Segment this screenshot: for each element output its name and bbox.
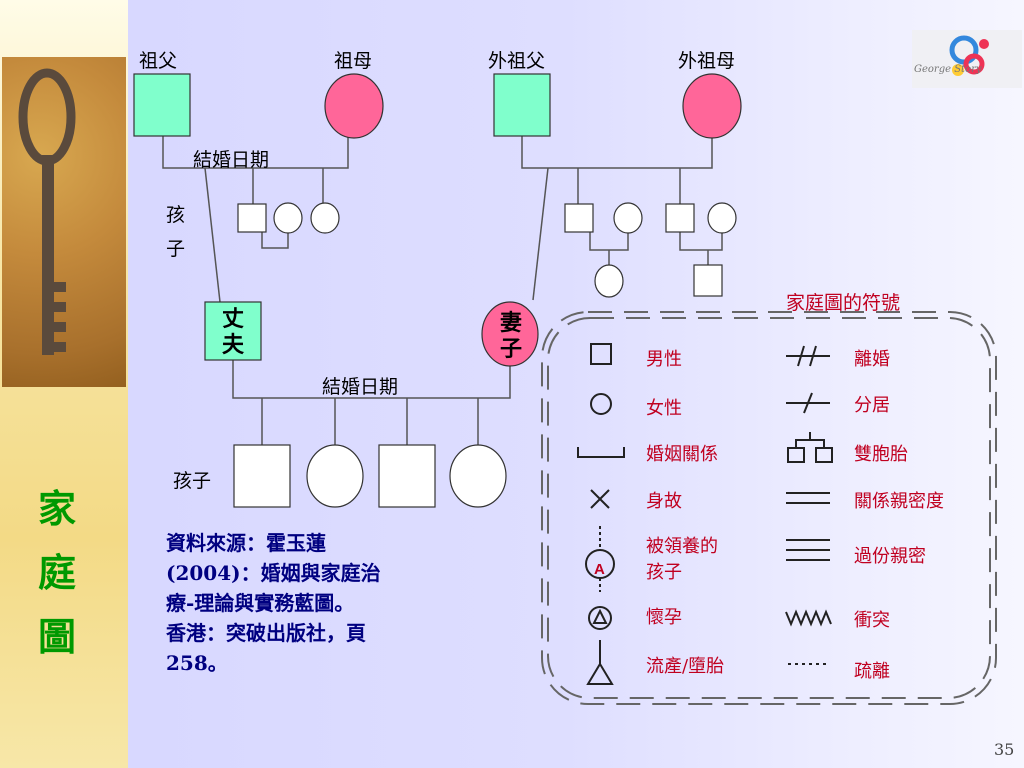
legend-box: [541, 311, 997, 705]
child-circle: [273, 202, 303, 234]
close-relation-icon: [786, 492, 830, 504]
child-circle: [310, 202, 340, 234]
husband-label: 丈夫: [221, 306, 244, 358]
maternal-grandfather-square: [493, 73, 551, 137]
husband-square: [204, 301, 262, 361]
children-label-char-1: 孩: [166, 204, 186, 226]
grandchild-circle: [594, 264, 624, 298]
pregnancy-icon: [588, 606, 612, 630]
circle-icon: [590, 393, 612, 415]
miscarriage-icon: [586, 640, 614, 685]
divorce-icon: [786, 345, 830, 367]
legend-label-pregnancy: 懷孕: [646, 607, 682, 628]
source-citation: 資料來源：霍玉蓮 (2004)：婚姻與家庭治 療-理論與實務藍圖。 香港：突破出…: [166, 531, 381, 675]
separation-icon: [786, 392, 830, 414]
legend-label-divorce: 離婚: [854, 349, 890, 370]
side-title-char-2: 庭: [38, 550, 77, 595]
legend-label-overly-close: 過份親密: [854, 546, 926, 567]
children-label: 孩子: [173, 470, 212, 492]
side-title-char-3: 圖: [38, 614, 77, 659]
legend-label-close-relation: 關係親密度: [854, 491, 944, 512]
george-story-logo: [912, 30, 1022, 88]
child-square: [564, 203, 594, 233]
marriage-date-label: 結婚日期: [193, 149, 270, 171]
child-circle: [613, 202, 643, 234]
child-square: [665, 203, 695, 233]
page-number: 35: [994, 740, 1015, 759]
wife-label: 妻子: [499, 310, 522, 362]
grandmother-label: 祖母: [334, 50, 373, 72]
legend-title: 家庭圖的符號: [786, 292, 901, 314]
key-photo: [2, 57, 126, 387]
grandmother-circle: [324, 73, 384, 139]
twins-icon: [787, 432, 833, 463]
cross-icon: [590, 489, 610, 509]
side-title-char-1: 家: [38, 486, 77, 531]
bottom-child-circle: [306, 444, 364, 508]
maternal-grandfather-label: 外祖父: [488, 50, 546, 72]
legend-label-deceased: 身故: [646, 491, 682, 512]
adopted-letter: A: [594, 561, 605, 578]
legend-label-conflict: 衝突: [854, 610, 890, 631]
square-icon: [590, 343, 612, 365]
grandchild-square: [693, 264, 723, 297]
legend-label-female: 女性: [646, 398, 682, 419]
maternal-grandmother-circle: [682, 73, 742, 139]
adopted-icon: [585, 526, 615, 592]
logo-text: George Story: [914, 64, 982, 75]
bottom-child-square: [378, 444, 436, 508]
legend-label-male: 男性: [646, 349, 682, 370]
legend-label-marriage: 婚姻關係: [646, 444, 718, 465]
children-label-char-2: 子: [166, 238, 186, 260]
overly-close-icon: [786, 539, 830, 561]
grandfather-square: [133, 73, 191, 137]
maternal-grandmother-label: 外祖母: [678, 50, 736, 72]
wife-circle: [481, 301, 539, 367]
legend-label-distant: 疏離: [854, 661, 890, 682]
marriage-date-label: 結婚日期: [322, 376, 399, 398]
legend-label-adopted: 被領養的孩子: [646, 536, 718, 583]
child-circle: [707, 202, 737, 234]
child-square: [237, 203, 267, 233]
conflict-icon: [785, 609, 832, 627]
bottom-child-circle: [449, 444, 507, 508]
legend-label-miscarriage: 流產/墮胎: [646, 656, 725, 677]
bottom-child-square: [233, 444, 291, 508]
grandfather-label: 祖父: [139, 50, 178, 72]
marriage-line-icon: [577, 447, 625, 458]
legend-label-separation: 分居: [854, 395, 890, 416]
key-icon: [18, 68, 76, 355]
legend-label-twins: 雙胞胎: [854, 444, 908, 465]
